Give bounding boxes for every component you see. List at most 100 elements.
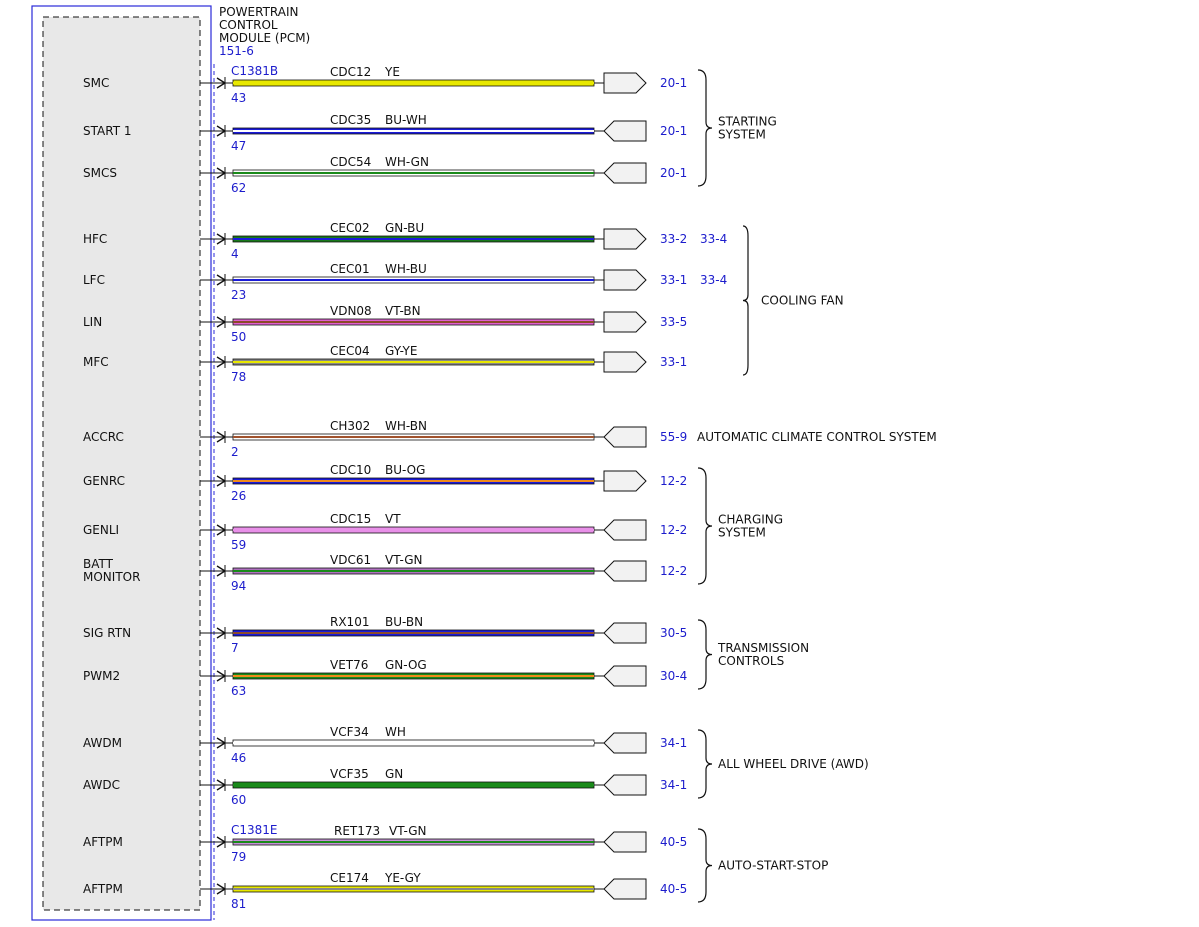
wire-color-code: GY-YE [385,344,417,358]
pin-label: HFC [83,232,107,246]
module-ref: 151-6 [219,44,254,58]
offpage-connector-icon [603,426,647,448]
group-6: AUTO-START-STOP [697,828,828,903]
circuit-code: RX101 [330,615,369,629]
offpage-connector-icon [603,72,647,94]
page-ref: 34-1 [660,736,687,750]
circuit-code: VDC61 [330,553,371,567]
pin-label: LFC [83,273,105,287]
wire-color-code: YE-GY [384,871,421,885]
page-ref: 20-1 [660,76,687,90]
module-outline [31,5,212,921]
group-label: AUTOMATIC CLIMATE CONTROL SYSTEM [697,430,937,444]
module-title-line-3: MODULE (PCM) [219,31,310,45]
pin-number: 59 [231,538,246,552]
circuit-code: CEC04 [330,344,370,358]
offpage-connector-icon [603,878,647,900]
brace-icon [742,225,749,376]
offpage-connector-icon [603,622,647,644]
wire-color-code: VT-BN [385,304,421,318]
page-ref: 33-1 [660,355,687,369]
page-ref: 33-1 [660,273,687,287]
offpage-connector-icon [603,665,647,687]
circuit-code: CDC54 [330,155,371,169]
page-ref: 34-1 [660,778,687,792]
pin-number: 47 [231,139,246,153]
pin-label: LIN [83,315,102,329]
wire-stripe [233,742,594,744]
pin-label: AWDC [83,778,120,792]
wire-stripe [233,279,594,281]
pin-label: GENLI [83,523,119,537]
wire-stripe [233,238,594,240]
wire-color-code: VT-GN [385,553,422,567]
page-ref: 40-5 [660,882,687,896]
circuit-code: VDN08 [330,304,372,318]
wire-stripe [233,570,594,572]
pin-number: 60 [231,793,246,807]
circuit-code: VCF34 [330,725,369,739]
offpage-connector-icon [603,560,647,582]
pin-number: 78 [231,370,246,384]
offpage-connector-icon [603,470,647,492]
wire-stripe [233,480,594,482]
wire-stripe [233,361,594,363]
page-ref-2: 33-4 [700,232,727,246]
offpage-connector-icon [603,831,647,853]
group-label: COOLING FAN [761,294,844,308]
brace-icon [697,69,713,187]
wire-color-code: WH-GN [385,155,429,169]
module-body [42,16,201,911]
pin-label: MONITOR [83,570,140,584]
offpage-connector-icon [603,162,647,184]
circuit-code: RET173 [334,824,380,838]
module-title-line-2: CONTROL [219,18,278,32]
wire-stripe [233,675,594,677]
circuit-code: CDC15 [330,512,371,526]
wire-color-code: BU-BN [385,615,423,629]
module-title-line-1: POWERTRAIN [219,5,299,19]
page-ref: 12-2 [660,523,687,537]
pin-number: 26 [231,489,246,503]
wire-stripe [233,888,594,890]
pin-number: 63 [231,684,246,698]
group-2: AUTOMATIC CLIMATE CONTROL SYSTEM [697,430,937,444]
circuit-code: CDC10 [330,463,371,477]
pin-number: 23 [231,288,246,302]
pin-label: ACCRC [83,430,124,444]
group-1: COOLING FAN [742,225,844,376]
group-label: CONTROLS [718,654,784,668]
circuit-code: CH302 [330,419,370,433]
page-ref: 12-2 [660,564,687,578]
pin-number: 4 [231,247,239,261]
wire-color-code: YE [384,65,400,79]
pin-number: 7 [231,641,239,655]
group-label: SYSTEM [718,526,766,540]
pin-label: BATT [83,557,114,571]
circuit-code: VET76 [330,658,368,672]
pin-label: AFTPM [83,882,123,896]
wire-stripe [233,321,594,323]
page-ref: 40-5 [660,835,687,849]
brace-icon [697,619,713,690]
wire-stripe [233,130,594,132]
group-label: TRANSMISSION [717,641,809,655]
offpage-connector-icon [603,311,647,333]
brace-icon [697,467,713,585]
pin-number: 94 [231,579,246,593]
pin-number: 50 [231,330,246,344]
